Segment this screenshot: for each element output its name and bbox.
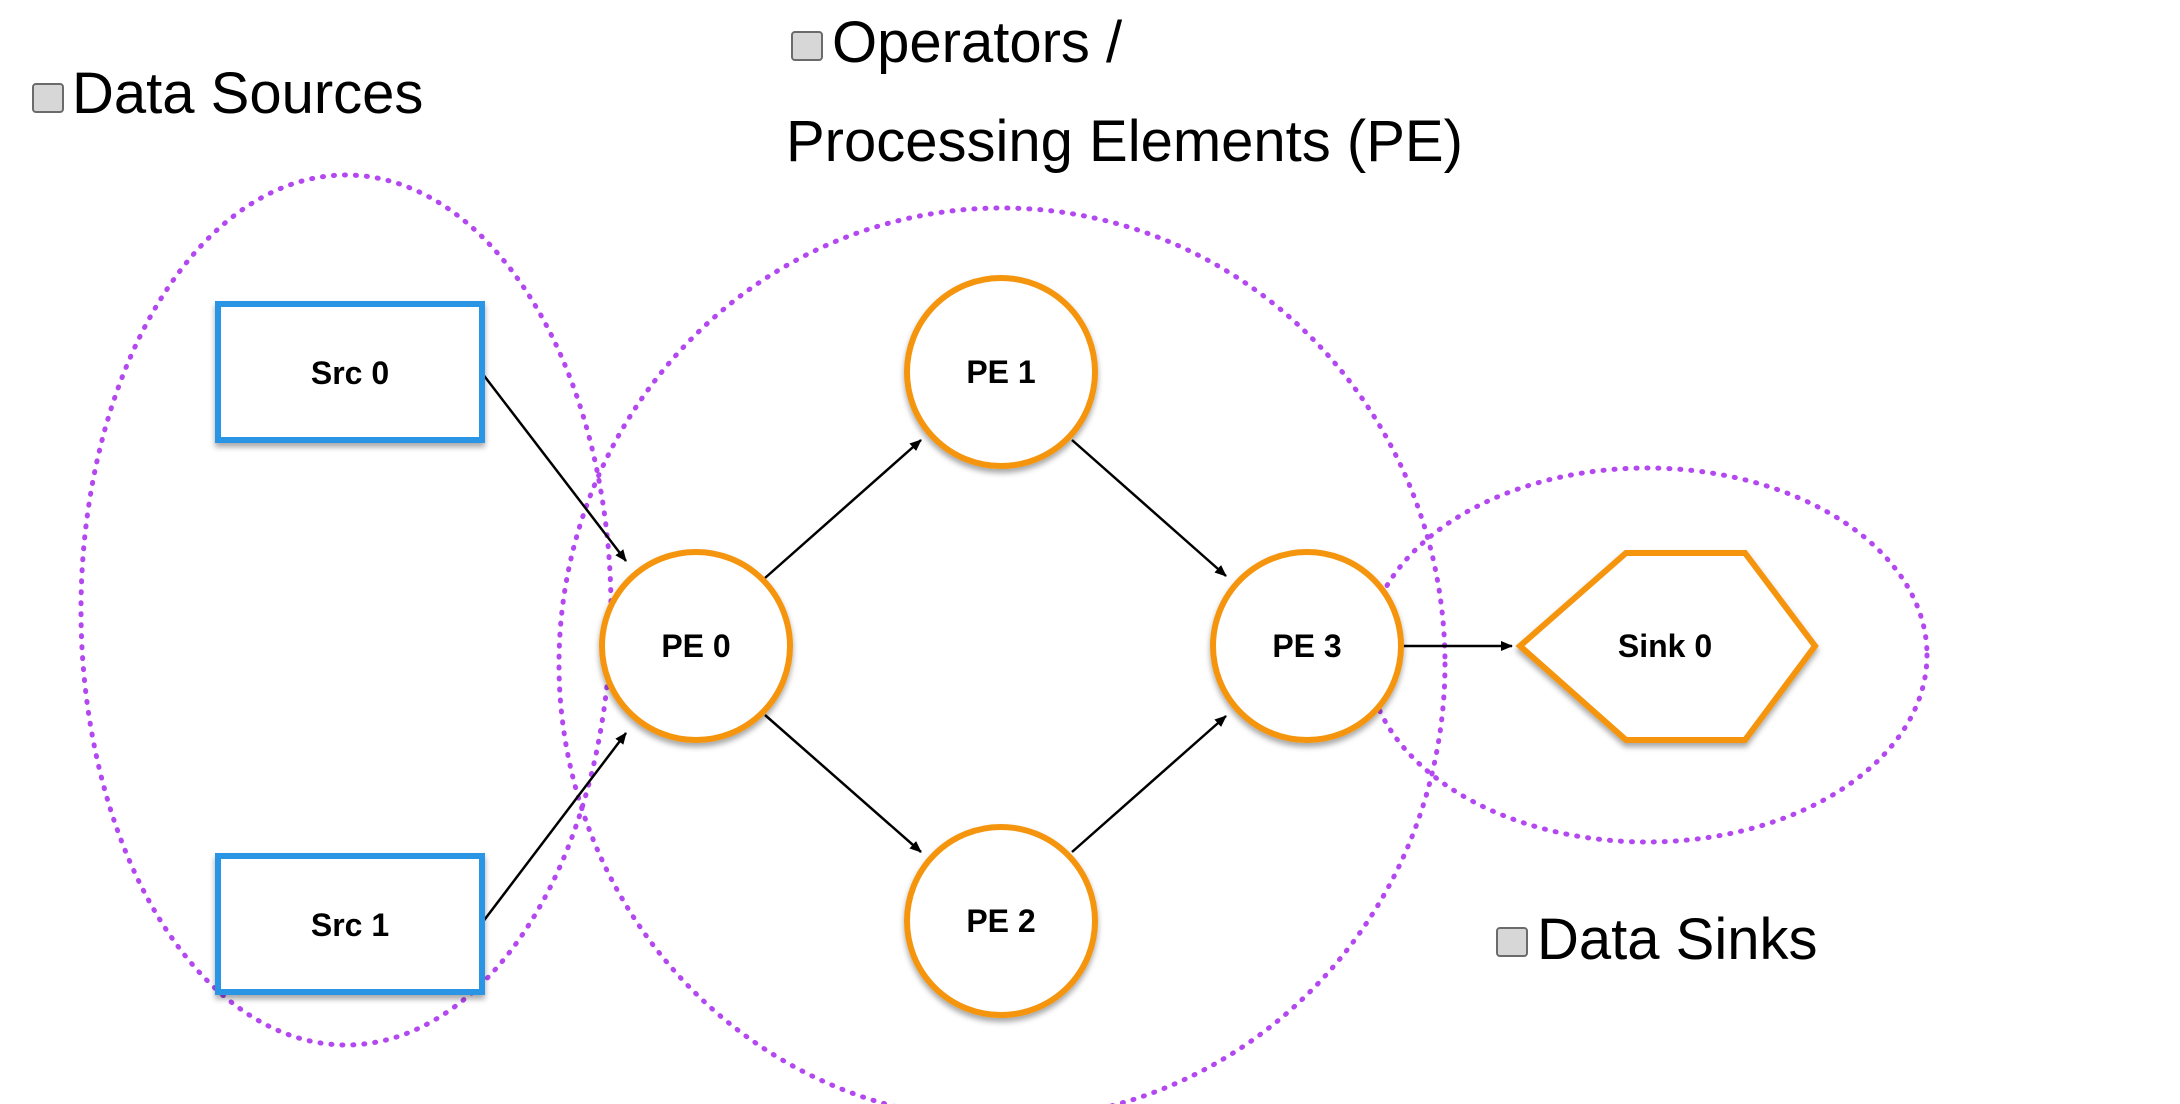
pe-node-pe2: PE 2 (904, 824, 1098, 1018)
edge-src0-pe0 (481, 372, 627, 562)
data-sinks-group-outline (1364, 465, 1930, 845)
pe-node-label: PE 0 (661, 628, 730, 664)
edge-pe2-pe3 (1071, 715, 1227, 853)
data-sources-heading-text: Data Sources (72, 61, 423, 126)
pe-node-label: PE 1 (966, 354, 1035, 390)
source-node-src0: Src 0 (215, 301, 485, 443)
edge-pe1-pe3 (1071, 439, 1227, 577)
operators-heading: Operators / Processing Elements (PE) (786, 10, 1463, 174)
source-node-label: Src 1 (311, 907, 389, 943)
source-node-label: Src 0 (311, 355, 389, 391)
pe-node-label: PE 3 (1272, 628, 1341, 664)
edge-pe0-pe2 (764, 714, 922, 853)
bullet-square-icon (1496, 927, 1528, 957)
data-sinks-heading: Data Sinks (1496, 907, 1817, 972)
operators-heading-line2: Processing Elements (PE) (786, 109, 1463, 174)
pe-node-label: PE 2 (966, 903, 1035, 939)
pe-node-pe3: PE 3 (1210, 549, 1404, 743)
data-sinks-heading-text: Data Sinks (1537, 907, 1817, 972)
edge-pe0-pe1 (764, 439, 922, 579)
operators-group-outline (556, 205, 1448, 1104)
sink-node-sink0: Sink 0 (1515, 550, 1819, 743)
source-node-src1: Src 1 (215, 853, 485, 995)
edge-src1-pe0 (481, 732, 627, 924)
sink-node-label: Sink 0 (1618, 628, 1712, 664)
data-sources-heading: Data Sources (32, 61, 423, 126)
operators-heading-line1: Operators / (832, 10, 1123, 75)
bullet-square-icon (791, 31, 823, 61)
pe-node-pe0: PE 0 (599, 549, 793, 743)
bullet-square-icon (32, 83, 64, 113)
pe-node-pe1: PE 1 (904, 275, 1098, 469)
